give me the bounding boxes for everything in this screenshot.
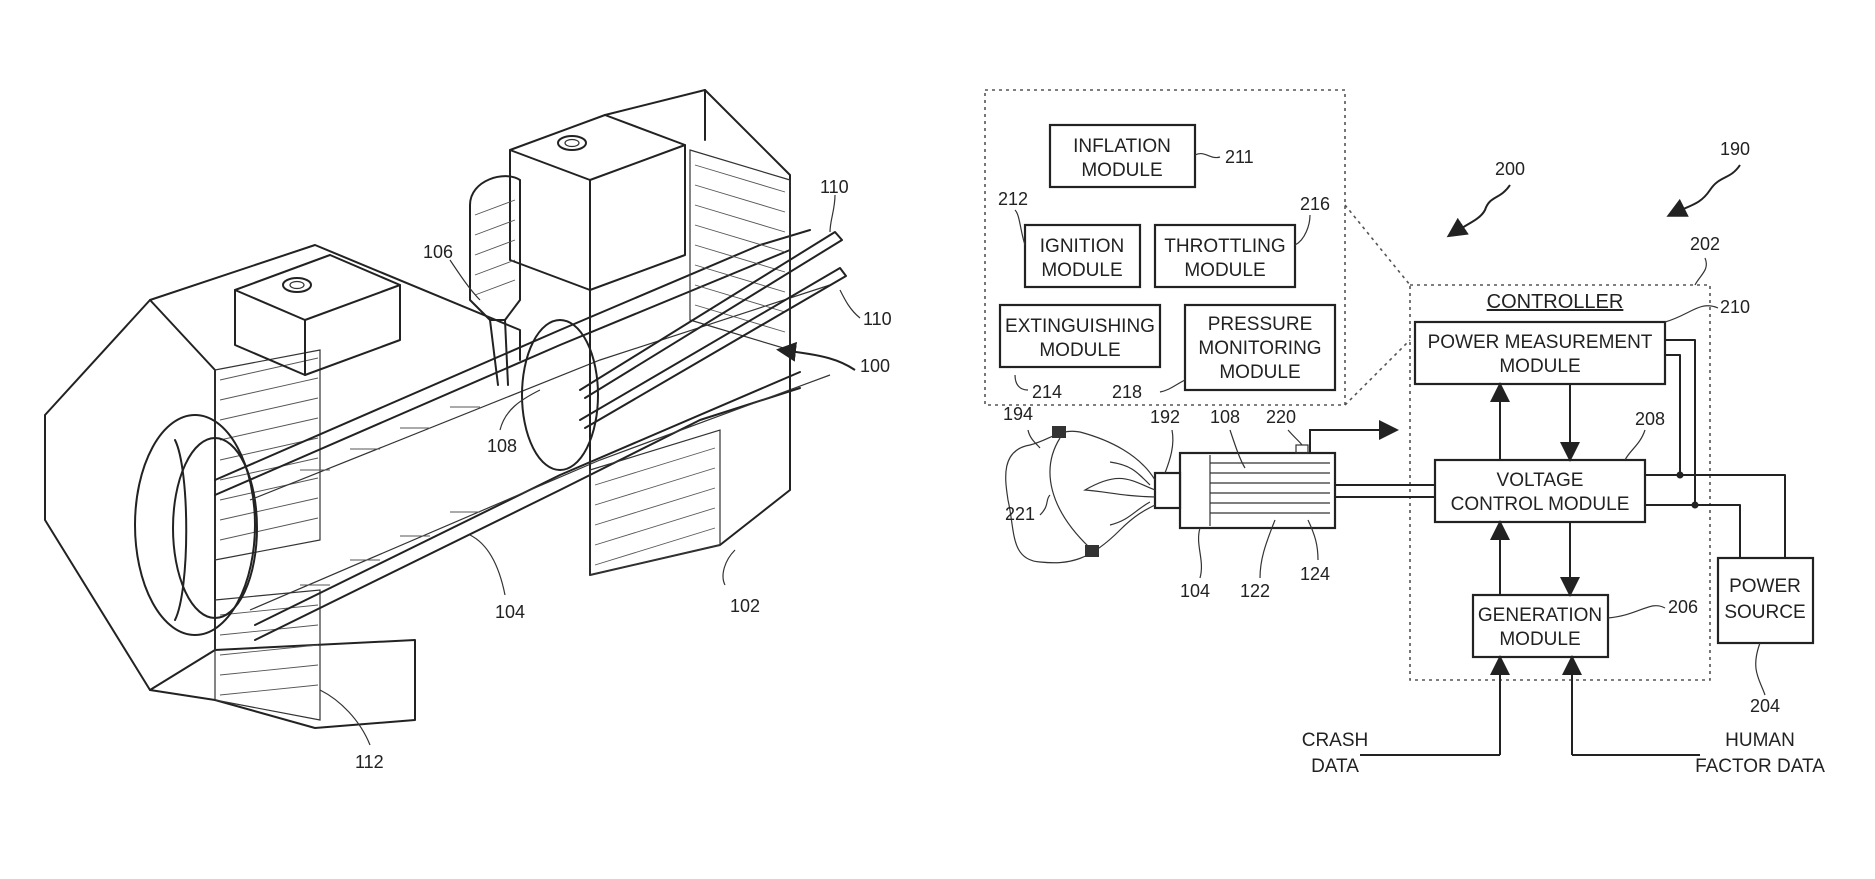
svg-text:IGNITION: IGNITION [1040,236,1124,257]
ref-216: 216 [1300,194,1330,214]
ref-104-left: 104 [495,602,525,622]
svg-text:MODULE: MODULE [1041,260,1122,281]
svg-text:GENERATION: GENERATION [1478,605,1602,626]
ref-112: 112 [355,752,384,772]
voltage-control-module: VOLTAGE CONTROL MODULE [1435,460,1645,522]
ref-122: 122 [1240,581,1270,601]
svg-text:EXTINGUISHING: EXTINGUISHING [1005,316,1155,337]
svg-text:MODULE: MODULE [1499,629,1580,650]
ref-218: 218 [1112,382,1142,402]
svg-text:MODULE: MODULE [1039,340,1120,361]
svg-text:POWER MEASUREMENT: POWER MEASUREMENT [1428,332,1653,353]
human-factor-data-label: HUMAN FACTOR DATA [1695,730,1825,777]
svg-text:CONTROL MODULE: CONTROL MODULE [1451,494,1630,515]
ref-221: 221 [1005,504,1035,524]
svg-text:MODULE: MODULE [1184,260,1265,281]
svg-text:FACTOR DATA: FACTOR DATA [1695,756,1825,777]
ref-210: 210 [1720,297,1750,317]
ref-200: 200 [1495,159,1525,179]
power-source: POWER SOURCE [1718,558,1813,643]
igniter-assembly [1006,426,1335,563]
ignition-module: IGNITION MODULE [1025,225,1140,287]
svg-text:MONITORING: MONITORING [1198,338,1321,359]
svg-text:INFLATION: INFLATION [1073,136,1171,157]
svg-text:POWER: POWER [1729,576,1801,597]
ref-204: 204 [1750,696,1780,716]
rear-nut-hatch [590,150,790,575]
ref-202: 202 [1690,234,1720,254]
generation-module: GENERATION MODULE [1473,595,1608,657]
ref-220: 220 [1266,407,1296,427]
ref-206: 206 [1668,597,1698,617]
ref-208: 208 [1635,409,1665,429]
controller-title: CONTROLLER [1487,291,1624,313]
power-measurement-module: POWER MEASUREMENT MODULE [1415,322,1665,384]
ref-106: 106 [423,242,453,262]
svg-text:MODULE: MODULE [1081,160,1162,181]
injector-cross-section [45,90,846,728]
ref-211: 211 [1225,147,1254,167]
svg-text:THROTTLING: THROTTLING [1164,236,1285,257]
crash-data-label: CRASH DATA [1302,730,1369,777]
ref-194: 194 [1003,404,1033,424]
ref-190: 190 [1720,139,1750,159]
throttling-module: THROTTLING MODULE [1155,225,1295,287]
ref-104-right: 104 [1180,581,1210,601]
inflation-module: INFLATION MODULE [1050,125,1195,187]
svg-text:SOURCE: SOURCE [1724,602,1805,623]
nut-hatch [215,350,320,720]
ref-100: 100 [860,356,890,376]
svg-text:PRESSURE: PRESSURE [1208,314,1313,335]
pressure-monitoring-module: PRESSURE MONITORING MODULE [1185,305,1335,390]
ref-212: 212 [998,189,1028,209]
svg-text:MODULE: MODULE [1499,356,1580,377]
svg-text:VOLTAGE: VOLTAGE [1497,470,1584,491]
ref-108-left: 108 [487,436,517,456]
svg-text:CRASH: CRASH [1302,730,1369,751]
ref-110-bottom: 110 [863,309,892,329]
extinguishing-module: EXTINGUISHING MODULE [1000,305,1160,367]
ref-108-right: 108 [1210,407,1240,427]
ref-124: 124 [1300,564,1330,584]
ref-214: 214 [1032,382,1062,402]
svg-text:HUMAN: HUMAN [1725,730,1795,751]
ref-102: 102 [730,596,760,616]
svg-text:DATA: DATA [1311,756,1359,777]
ref-110-top: 110 [820,177,849,197]
ref-192: 192 [1150,407,1180,427]
svg-text:MODULE: MODULE [1219,362,1300,383]
